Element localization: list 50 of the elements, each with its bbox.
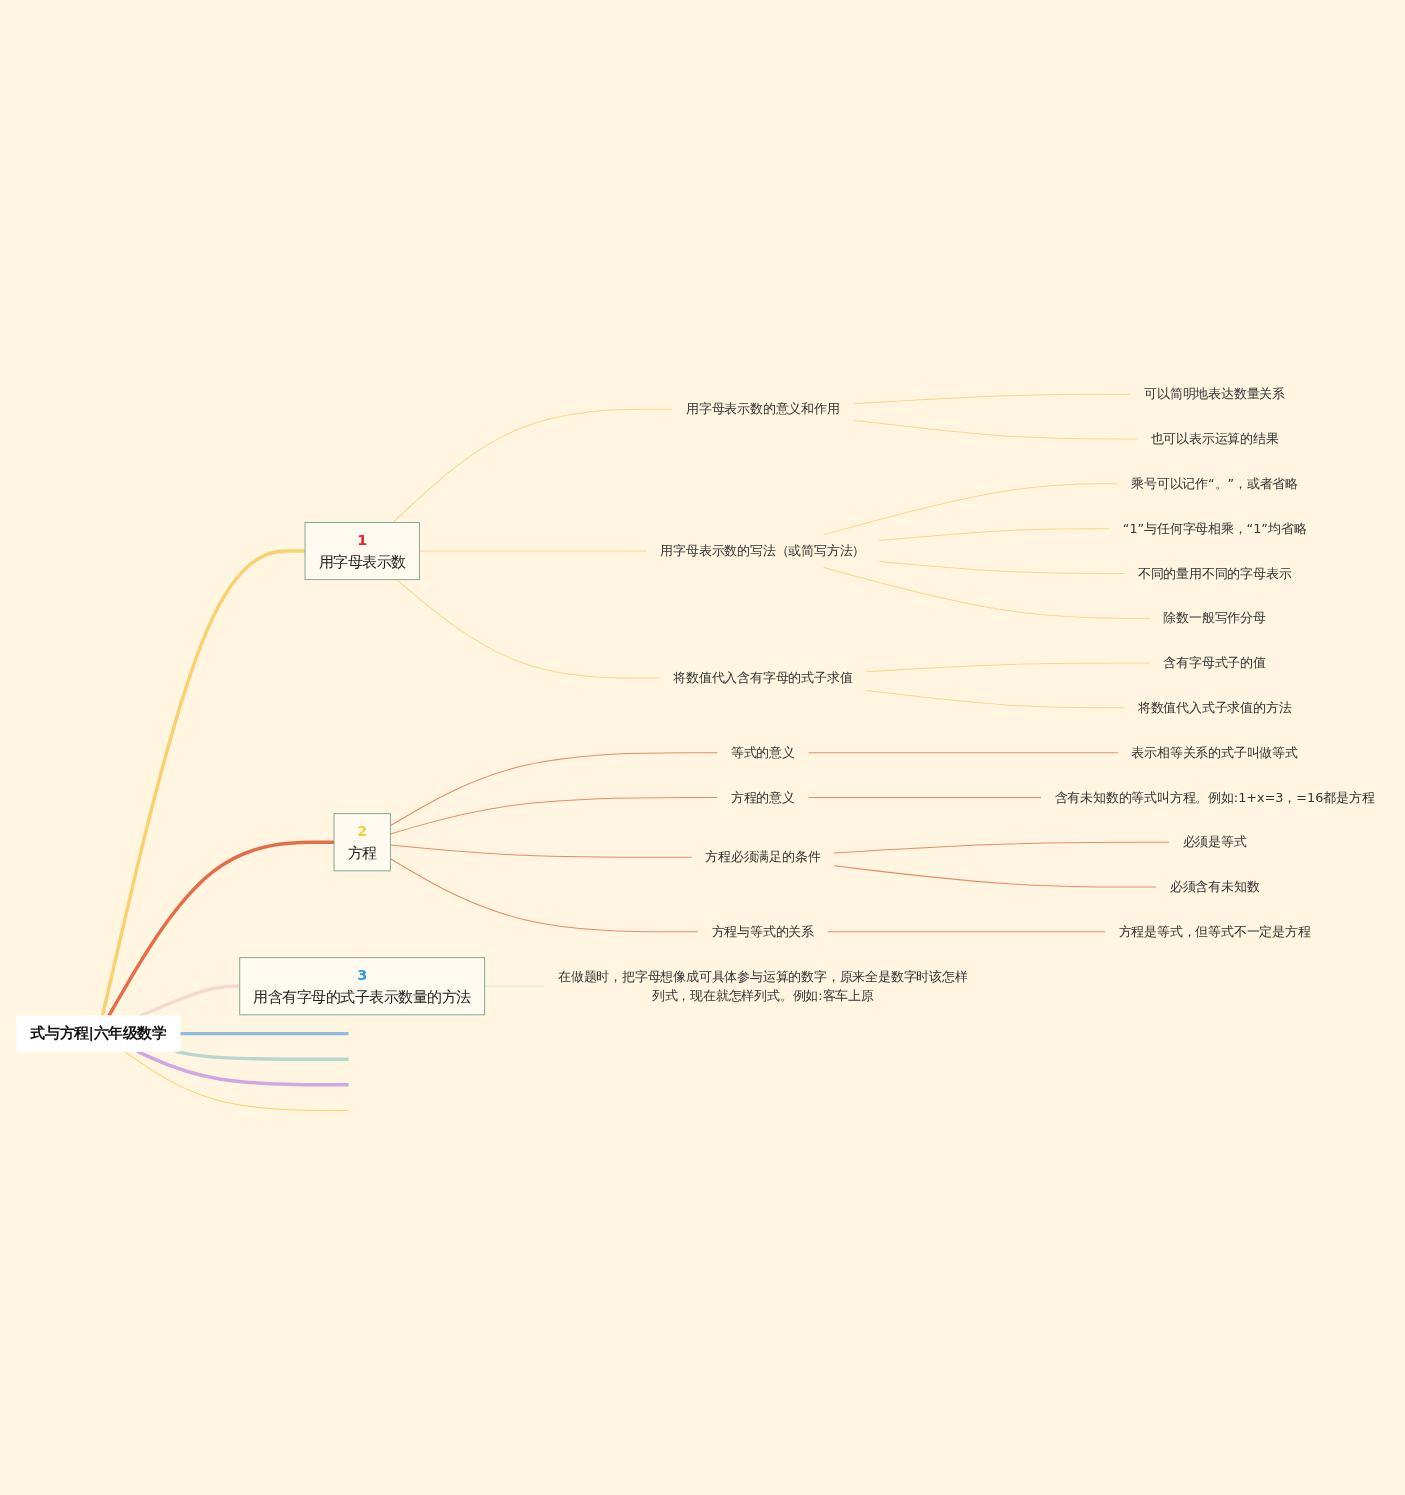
node-text: 方程是等式，但等式不一定是方程 — [1118, 923, 1311, 940]
connector — [827, 931, 1106, 933]
node-text: 含有字母式子的值 — [1163, 655, 1266, 671]
connector — [823, 483, 1118, 536]
node-text: “1”与任何字母相乘，“1”均省略 — [1122, 520, 1307, 537]
node-text: 在做题时，把字母想像成可具体参与运算的数字，原来全是数字时该怎样列式，现在就怎样列式。例如:客车上原 — [558, 968, 968, 1004]
node-text: 含有未知数的等式叫方程。例如:1+x=3，=16都是方程 — [1054, 789, 1375, 805]
node-text: 将数值代入式子求值的方法 — [1137, 699, 1292, 716]
connector — [389, 752, 718, 827]
connector — [100, 549, 305, 1017]
node-text: 用字母表示数的写法（或简写方法） — [660, 543, 866, 559]
node-text: 方程的意义 — [730, 789, 795, 805]
connector — [878, 528, 1110, 542]
node-text: 将数值代入含有字母的式子求值 — [673, 670, 853, 686]
node-box: 式与方程|六年级数学 — [16, 1015, 181, 1052]
connector — [865, 662, 1151, 673]
connector — [852, 419, 1138, 440]
connector — [808, 796, 1042, 798]
node-text: 可以简明地表达数量关系 — [1144, 386, 1285, 402]
connector — [833, 841, 1170, 854]
connector — [389, 858, 699, 933]
node-text: 方程必须满足的条件 — [705, 849, 821, 865]
connector — [878, 561, 1125, 574]
connector — [823, 566, 1151, 619]
node-text: 等式的意义 — [730, 744, 795, 761]
node-text: 方程与等式的关系 — [711, 923, 815, 940]
connector — [852, 393, 1132, 405]
node-box: 2 方程 — [333, 813, 391, 872]
node-text: 乘号可以记作“。”，或者省略 — [1131, 475, 1299, 492]
node-box: 3 用含有字母的式子表示数量的方法 — [239, 957, 486, 1016]
node-text: 用字母表示数的意义和作用 — [686, 401, 840, 417]
connector — [865, 689, 1125, 709]
node-text: 也可以表示运算的结果 — [1150, 431, 1279, 447]
connector — [392, 408, 673, 523]
connector — [123, 1050, 350, 1111]
connector — [833, 865, 1157, 888]
connector — [395, 579, 661, 679]
node-box: 1 用字母表示数 — [304, 522, 420, 581]
connector — [418, 550, 648, 552]
node-text: 不同的量用不同的字母表示 — [1137, 565, 1292, 581]
connector — [808, 752, 1119, 754]
connector — [175, 1049, 349, 1061]
node-text: 表示相等关系的式子叫做等式 — [1131, 744, 1298, 761]
connector — [389, 796, 718, 835]
node-text: 必须是等式 — [1182, 834, 1247, 850]
connector — [107, 840, 335, 1017]
connector — [180, 1031, 349, 1036]
connector — [389, 844, 693, 858]
node-text: 除数一般写作分母 — [1163, 610, 1266, 626]
node-text: 必须含有未知数 — [1169, 879, 1260, 895]
